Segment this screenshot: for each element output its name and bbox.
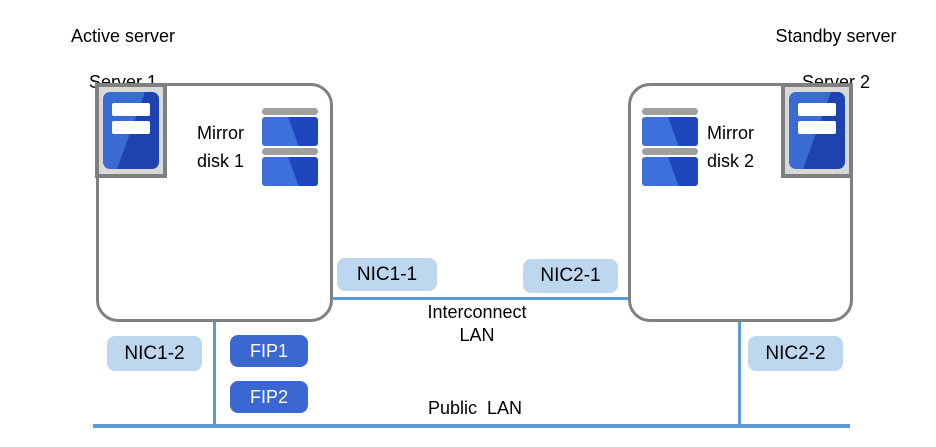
nic1-1-badge: NIC1-1 [337, 258, 437, 291]
mirror-disk2-label-line1: Mirror [707, 123, 754, 143]
public-lan-line [93, 424, 850, 428]
server2-public-connector-line [738, 322, 741, 426]
mirror-disk2-label: Mirror disk 2 [707, 119, 754, 175]
mirror-disk1-label-line2: disk 1 [197, 151, 245, 171]
mirror-disk-icon [262, 108, 318, 188]
disk-cap [642, 148, 698, 155]
nic1-2-badge: NIC1-2 [107, 336, 202, 371]
interconnect-lan-label: Interconnect LAN [407, 301, 547, 347]
standby-server-role: Standby server [775, 26, 897, 46]
server-slot-bar [798, 121, 836, 134]
disk-cap [262, 148, 318, 155]
server1-public-connector-line [213, 322, 216, 426]
disk-platter [262, 157, 318, 186]
interconnect-lan-line [332, 297, 628, 300]
public-lan-label: Public LAN [427, 398, 523, 418]
disk-platter [642, 117, 698, 146]
server-icon [789, 92, 845, 169]
server1-icon-frame [95, 83, 167, 178]
interconnect-label-line2: LAN [459, 325, 495, 345]
fip1-badge: FIP1 [230, 335, 308, 367]
server2-icon-frame [781, 83, 853, 178]
nic2-1-badge: NIC2-1 [523, 259, 618, 293]
mirror-disk-icon [642, 108, 698, 188]
active-server-role: Active server [70, 26, 176, 46]
fip2-badge: FIP2 [230, 381, 308, 413]
interconnect-label-line1: Interconnect [427, 302, 527, 322]
disk-cap [642, 108, 698, 115]
server-slot-bar [112, 121, 150, 134]
mirror-disk1-label-line1: Mirror [197, 123, 244, 143]
server-icon [103, 92, 159, 169]
mirror-disk2-label-line2: disk 2 [707, 151, 755, 171]
nic2-2-badge: NIC2-2 [748, 336, 843, 371]
disk-cap [262, 108, 318, 115]
mirror-disk1-label: Mirror disk 1 [197, 119, 244, 175]
disk-platter [262, 117, 318, 146]
disk-platter [642, 157, 698, 186]
server-slot-bar [112, 103, 150, 116]
server-slot-bar [798, 103, 836, 116]
